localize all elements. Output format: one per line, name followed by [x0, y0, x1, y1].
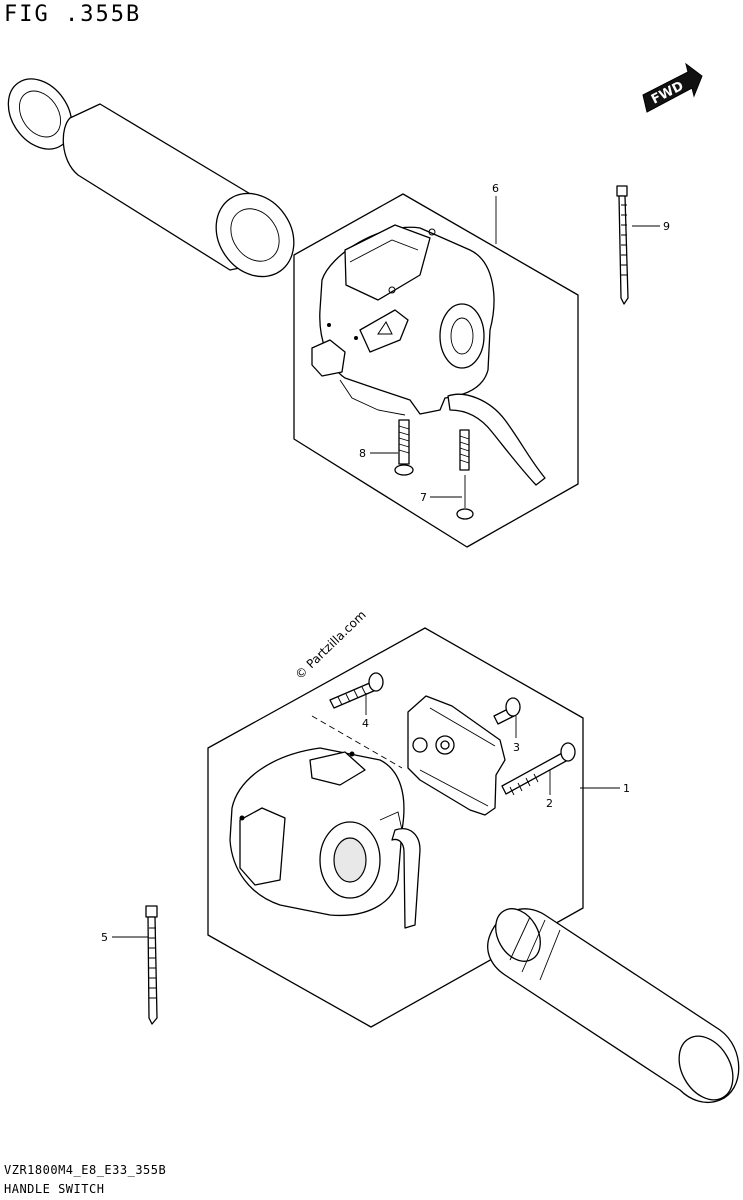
screw-7[interactable] [456, 429, 474, 520]
callout-8: 8 [359, 447, 398, 460]
callout-7: 7 [420, 491, 462, 504]
cable-tie-9[interactable] [616, 185, 629, 305]
callout-1: 1 [580, 782, 630, 795]
svg-text:7: 7 [420, 491, 427, 504]
figure-title: FIG .355B [4, 2, 142, 27]
cable-tie-5[interactable] [145, 905, 158, 1025]
left-grip[interactable] [0, 67, 310, 292]
svg-text:2: 2 [546, 797, 553, 810]
screw-8[interactable] [394, 419, 414, 476]
callout-3: 3 [513, 716, 520, 754]
right-handle-switch[interactable] [229, 747, 405, 917]
figure-code: VZR1800M4_E8_E33_355B [4, 1163, 167, 1177]
svg-text:3: 3 [513, 741, 520, 754]
callout-4: 4 [362, 693, 369, 730]
assembly-box-1 [207, 627, 584, 1028]
svg-text:1: 1 [623, 782, 630, 795]
callout-2: 2 [546, 770, 553, 810]
svg-text:8: 8 [359, 447, 366, 460]
callout-5: 5 [101, 931, 148, 944]
throttle-grip[interactable] [487, 901, 743, 1110]
switch-bracket[interactable] [407, 695, 506, 816]
lower-switch-cable [391, 828, 421, 929]
upper-switch-cable [447, 393, 546, 486]
left-handle-switch[interactable] [311, 224, 495, 416]
callout-6: 6 [492, 182, 499, 244]
svg-text:9: 9 [663, 220, 670, 233]
svg-text:5: 5 [101, 931, 108, 944]
screw-3[interactable] [493, 697, 521, 725]
svg-text:6: 6 [492, 182, 499, 195]
screw-4[interactable] [329, 672, 384, 709]
fwd-arrow-icon: FWD [642, 62, 703, 113]
svg-text:4: 4 [362, 717, 369, 730]
assembly-box-6 [293, 193, 579, 548]
figure-name: HANDLE SWITCH [4, 1182, 105, 1196]
screw-2[interactable] [501, 742, 576, 796]
callout-9: 9 [632, 220, 670, 233]
watermark: © Partzilla.com [292, 608, 368, 682]
